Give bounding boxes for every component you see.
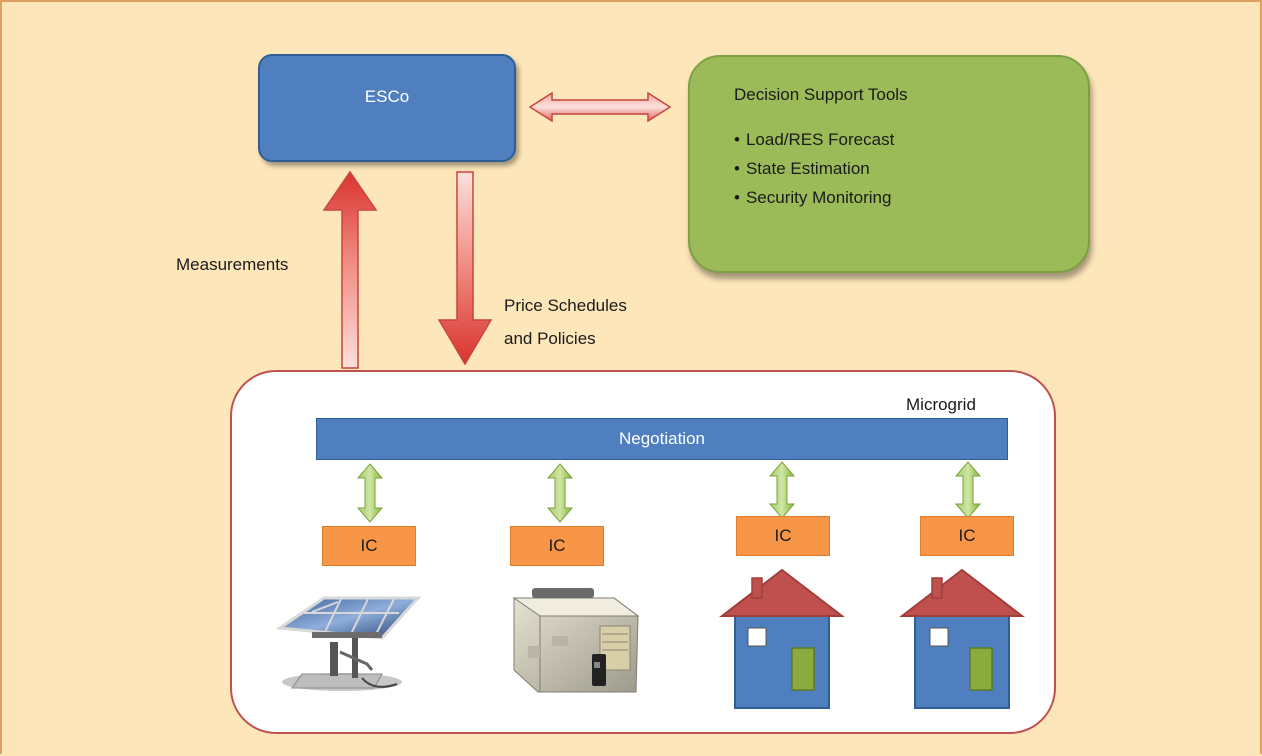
bullet-icon: • <box>734 188 740 207</box>
decision-support-list: •Load/RES Forecast •State Estimation •Se… <box>734 129 894 216</box>
esco-box: ESCo <box>258 54 516 162</box>
price-schedules-down-arrow <box>437 171 493 366</box>
ic-negotiation-arrow-1 <box>356 463 384 523</box>
negotiation-bar: Negotiation <box>316 418 1008 460</box>
house-icon <box>899 568 1025 709</box>
microgrid-label: Microgrid <box>906 395 976 414</box>
esco-label: ESCo <box>364 87 410 106</box>
decision-support-title: Decision Support Tools <box>734 85 908 104</box>
measurements-label: Measurements <box>176 255 289 274</box>
ic-box: IC <box>322 526 416 566</box>
decision-support-tools-box: Decision Support Tools •Load/RES Forecas… <box>688 55 1090 273</box>
price-schedules-label: Price Schedules <box>504 296 627 315</box>
esco-dst-double-arrow <box>528 91 672 123</box>
decision-support-item: •State Estimation <box>734 159 870 178</box>
decision-support-item: •Load/RES Forecast <box>734 130 895 149</box>
ic-negotiation-arrow-3 <box>768 461 796 519</box>
house-icon <box>719 568 845 709</box>
ic-box: IC <box>736 516 830 556</box>
ic-box: IC <box>510 526 604 566</box>
policies-label: and Policies <box>504 329 596 348</box>
bullet-icon: • <box>734 130 740 149</box>
ic-negotiation-arrow-2 <box>546 463 574 523</box>
ic-negotiation-arrow-4 <box>954 461 982 519</box>
ic-box: IC <box>920 516 1014 556</box>
bullet-icon: • <box>734 159 740 178</box>
solar-panel-icon <box>275 596 422 691</box>
negotiation-label: Negotiation <box>618 429 705 448</box>
decision-support-item: •Security Monitoring <box>734 188 892 207</box>
measurements-up-arrow <box>322 170 378 369</box>
generator-icon <box>512 588 640 693</box>
